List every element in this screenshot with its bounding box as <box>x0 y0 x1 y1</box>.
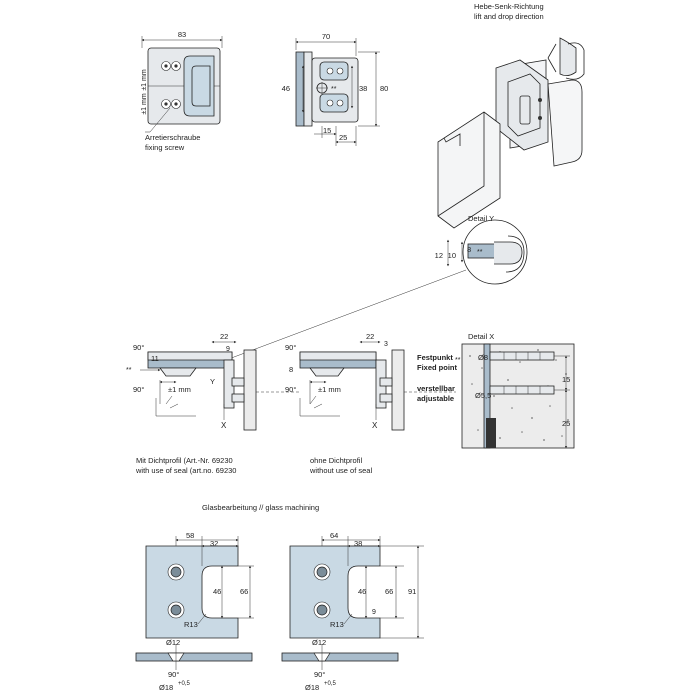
mach-right-radius: R13 <box>330 620 344 629</box>
noseal-caption-de: ohne Dichtprofil <box>310 456 362 465</box>
front-tol-top: ±1 mm <box>141 69 148 91</box>
detail-x-dia-bottom: Ø5,5 <box>475 391 491 400</box>
mach-left-countersink-tol: +0,5 <box>178 681 191 687</box>
noseal-dim-top: 22 <box>366 332 374 341</box>
mach-right-countersink: Ø18 <box>305 683 319 692</box>
noseal-angle-bottom: 90° <box>285 385 296 394</box>
front-view: 83 ±1 mm ±1 mm Arretierschraube fixing s… <box>141 30 223 152</box>
mach-right-hole-dia: Ø12 <box>312 638 326 647</box>
mach-left-hole-dia: Ø12 <box>166 638 180 647</box>
mach-right-w-inner: 38 <box>354 539 362 548</box>
detail-x-marker: ** <box>455 357 461 364</box>
side-dim-b: 25 <box>339 133 347 142</box>
mach-right-h-mid: 66 <box>385 587 393 596</box>
detail-x-fixed-de: Festpunkt <box>417 353 453 362</box>
seal-caption-en: with use of seal (art.no. 69230 <box>135 466 236 475</box>
detail-y-dim-outer: 12 <box>435 251 443 260</box>
side-height-inner: 38 <box>359 84 367 93</box>
side-height-outer: 80 <box>380 84 388 93</box>
mach-right-angle: 90° <box>314 670 325 679</box>
section-with-seal: 22 9 90° 90° 11 ** Y ±1 mm X Mit Dichtpr… <box>126 332 300 475</box>
mach-left-h-outer: 66 <box>240 587 248 596</box>
detail-x-dim-b: 25 <box>562 419 570 428</box>
noseal-angle-top: 90° <box>285 343 296 352</box>
fixing-screw-holes <box>161 61 181 109</box>
mach-left-w-inner: 32 <box>210 539 218 548</box>
detail-x-adjust-en: adjustable <box>417 394 454 403</box>
side-height-mid: 46 <box>282 84 290 93</box>
detail-y: Detail Y 12 10 8 ** <box>435 214 528 285</box>
noseal-label-x: X <box>372 421 378 430</box>
mach-left-w-outer: 58 <box>186 531 194 540</box>
mach-left-angle: 90° <box>168 670 179 679</box>
seal-label-x: X <box>221 421 227 430</box>
mach-right-countersink-tol: +0,5 <box>324 681 337 687</box>
front-tol-bottom: ±1 mm <box>141 93 148 115</box>
machining-title: Glasbearbeitung // glass machining <box>202 503 319 512</box>
detail-x-dia-top: Ø8 <box>478 353 488 362</box>
machining-right: 64 38 46 66 91 9 R13 Ø12 90° Ø18 +0,5 <box>281 531 424 692</box>
detail-x-dim-a: 15 <box>562 375 570 384</box>
mach-right-h-inner: 46 <box>358 587 366 596</box>
mach-right-h-outer: 91 <box>408 587 416 596</box>
machining-left: 58 32 46 66 R13 Ø12 90° Ø18 +0,5 <box>135 531 254 692</box>
seal-angle-bottom: 90° <box>133 385 144 394</box>
mach-left-h-inner: 46 <box>213 587 221 596</box>
noseal-dim-small: 3 <box>384 341 388 348</box>
side-marker: ** <box>331 86 337 93</box>
detail-y-leader <box>225 269 467 361</box>
mach-right-small: 9 <box>372 609 376 616</box>
detail-x-title: Detail X <box>468 332 494 341</box>
mach-left-radius: R13 <box>184 620 198 629</box>
noseal-caption-en: without use of seal <box>309 466 372 475</box>
seal-marker: ** <box>126 367 132 374</box>
detail-x: Detail X Festpunkt ** Fixed point Ø8 ver… <box>417 332 575 449</box>
detail-x-fixed-en: Fixed point <box>417 363 458 372</box>
noseal-tol: ±1 mm <box>318 385 341 394</box>
seal-dim-top: 22 <box>220 332 228 341</box>
section-without-seal: 22 3 90° 90° 8 ±1 mm X ohne Dichtprofil … <box>285 332 456 475</box>
mach-left-countersink: Ø18 <box>159 683 173 692</box>
detail-y-title: Detail Y <box>468 214 494 223</box>
seal-dim-left: 11 <box>151 354 159 363</box>
side-dim-a: 15 <box>323 126 331 135</box>
detail-x-adjust-de: verstellbar <box>417 384 455 393</box>
iso-title-en: lift and drop direction <box>474 12 544 21</box>
seal-tol: ±1 mm <box>168 385 191 394</box>
iso-title-de: Hebe-Senk-Richtung <box>474 2 544 11</box>
detail-y-dim-mid: 10 <box>448 251 456 260</box>
seal-label-y: Y <box>210 377 215 386</box>
detail-y-dim-inner: 8 <box>467 245 471 254</box>
detail-y-marker: ** <box>477 249 483 256</box>
seal-caption-de: Mit Dichtprofil (Art.-Nr. 69230 <box>136 456 233 465</box>
seal-angle-top: 90° <box>133 343 144 352</box>
fixing-screw-label-de: Arretierschraube <box>145 133 200 142</box>
front-width-label: 83 <box>178 30 186 39</box>
mach-right-w-outer: 64 <box>330 531 338 540</box>
seal-dim-small: 9 <box>226 346 230 353</box>
isometric-view: Hebe-Senk-Richtung lift and drop directi… <box>437 2 585 229</box>
side-width-label: 70 <box>322 32 330 41</box>
side-view: 70 ** 46 38 80 15 25 <box>282 32 388 146</box>
fixing-screw-label-en: fixing screw <box>145 143 185 152</box>
noseal-dim-left: 8 <box>289 365 293 374</box>
